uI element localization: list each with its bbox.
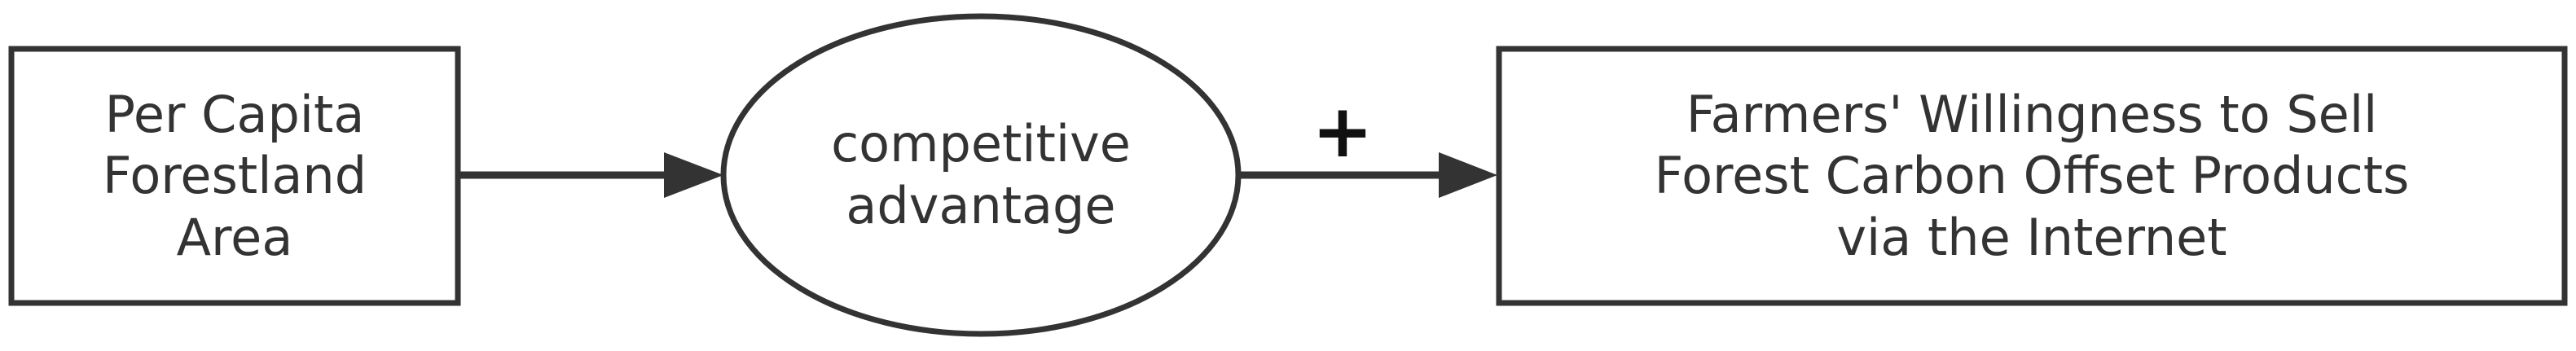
node-willingness-to-sell-box [1496,46,2568,306]
node-per-capita-forestland-box [8,46,461,306]
node-competitive-advantage-label: competitive advantage [831,114,1131,235]
node-willingness-to-sell-label: Farmers' Willingness to Sell Forest Carb… [1654,84,2410,267]
node-per-capita-forestland-label: Per Capita Forestland Area [102,84,367,267]
edge-forestland-to-advantage-arrowhead [664,152,723,198]
edge-positive-sign-label: + [1312,89,1374,175]
edge-advantage-to-willingness-arrowhead [1439,152,1497,198]
